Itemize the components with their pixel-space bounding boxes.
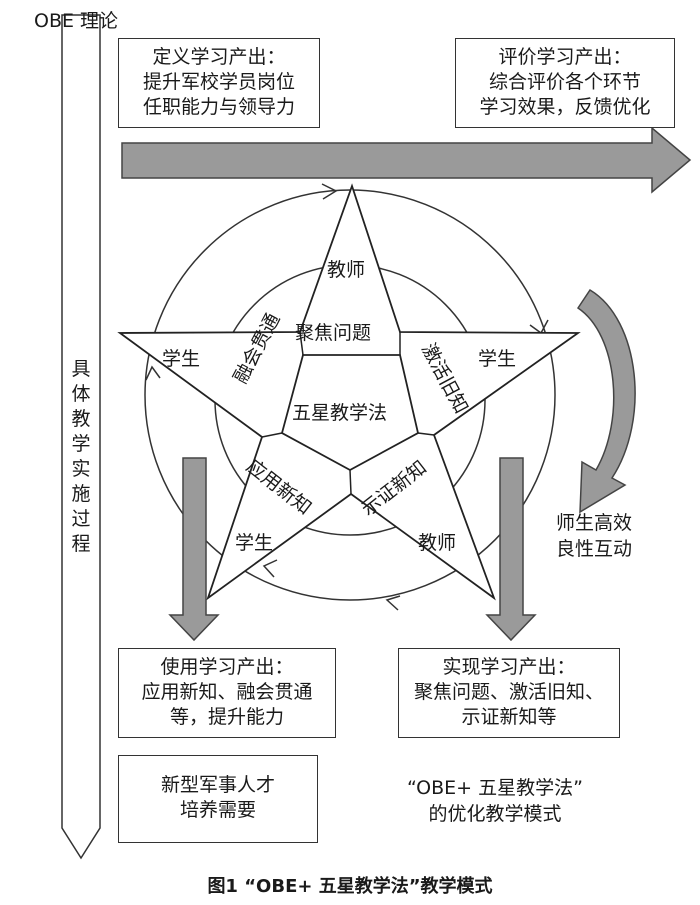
star-student-right: 学生: [478, 348, 517, 370]
model-caption: “OBE+ 五星教学法” 的优化教学模式: [380, 775, 610, 827]
define-output-line2: 提升军校学员岗位: [142, 71, 295, 93]
star-teacher-bottom: 教师: [418, 532, 457, 554]
realize-output-line2: 聚焦问题、激活旧知、: [413, 681, 604, 703]
define-output-title: 定义学习产出：: [152, 46, 286, 68]
realize-output-title: 实现学习产出：: [442, 656, 576, 678]
talent-need-box: 新型军事人才 培养需要: [118, 755, 318, 843]
evaluate-output-line3: 学习效果，反馈优化: [479, 96, 651, 118]
use-output-line2: 应用新知、融会贯通: [141, 681, 313, 703]
star-student-left: 学生: [162, 348, 201, 370]
figure-caption: 图1 “OBE+ 五星教学法”教学模式: [207, 876, 493, 897]
cycle-arrowhead-left: [145, 365, 161, 381]
talent-need-line1: 新型军事人才: [160, 774, 275, 796]
process-vertical-label: 具体教学实施过程: [71, 358, 91, 555]
inner-pentagon: [280, 354, 420, 472]
interaction-label: 师生高效 良性互动: [556, 510, 632, 562]
evaluate-output-title: 评价学习产出：: [498, 46, 632, 68]
star-student-bottom: 学生: [235, 532, 274, 554]
realize-output-line3: 示证新知等: [461, 706, 557, 728]
interaction-curved-arrow: [576, 288, 636, 514]
star-teacher-top: 教师: [327, 259, 366, 281]
use-output-title: 使用学习产出：: [160, 656, 294, 678]
star-center-label: 五星教学法: [292, 402, 388, 424]
define-output-box: 定义学习产出： 提升军校学员岗位 任职能力与领导力: [118, 38, 320, 128]
star-divider-lines: [261, 331, 435, 495]
use-output-box: 使用学习产出： 应用新知、融会贯通 等，提升能力: [118, 648, 336, 738]
model-caption-line2: 的优化教学模式: [428, 803, 562, 825]
model-caption-line1: “OBE+ 五星教学法”: [407, 777, 583, 799]
top-horizontal-arrow: [121, 126, 692, 194]
star-focus-problem: 聚焦问题: [295, 322, 372, 344]
use-output-line3: 等，提升能力: [169, 706, 284, 728]
interaction-line1: 师生高效: [556, 512, 633, 534]
obe-theory-label: OBE 理论: [34, 10, 119, 32]
evaluate-output-line2: 综合评价各个环节: [488, 71, 641, 93]
evaluate-output-box: 评价学习产出： 综合评价各个环节 学习效果，反馈优化: [455, 38, 675, 128]
down-arrow-right: [485, 457, 537, 642]
process-vertical-arrow: [61, 14, 101, 860]
talent-need-line2: 培养需要: [179, 799, 256, 821]
cycle-arrowhead-top: [321, 183, 338, 200]
cycle-arrowhead-lowleft: [262, 559, 278, 578]
interaction-line2: 良性互动: [556, 538, 633, 560]
define-output-line3: 任职能力与领导力: [142, 96, 295, 118]
cycle-arrowhead-bottom: [385, 595, 401, 611]
realize-output-box: 实现学习产出： 聚焦问题、激活旧知、 示证新知等: [398, 648, 620, 738]
down-arrow-left: [168, 457, 220, 642]
